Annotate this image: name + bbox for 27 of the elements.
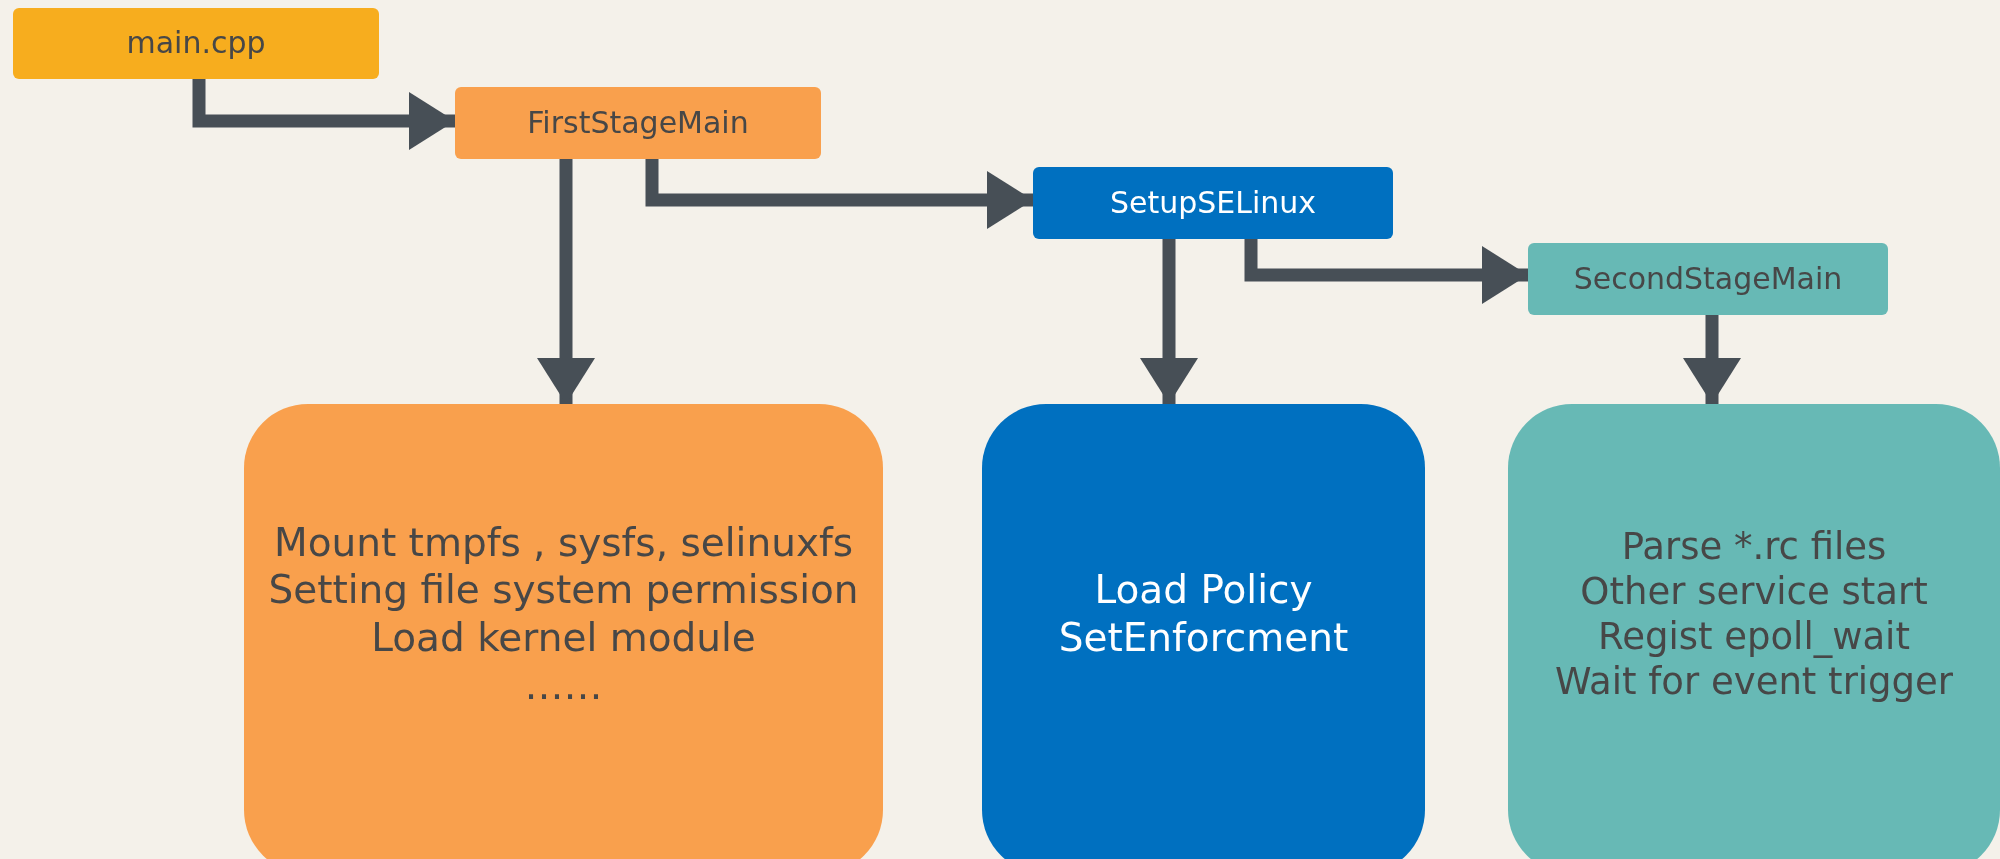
step-text: Other service start	[1580, 568, 1928, 614]
node-label: SetupSELinux	[1109, 184, 1317, 222]
step-text: ……	[524, 661, 603, 710]
arrow	[537, 159, 595, 404]
node-label: main.cpp	[126, 25, 266, 62]
step-detail-panel	[982, 404, 1425, 859]
step-text: SetEnforcment	[1058, 614, 1349, 662]
node-label: SecondStageMain	[1573, 260, 1843, 298]
step-text: Load Policy	[1094, 566, 1313, 614]
process-box	[455, 87, 821, 159]
arrow	[1140, 239, 1198, 404]
process-box	[1528, 243, 1888, 315]
step-detail-panel	[244, 404, 883, 859]
process-box	[1033, 167, 1393, 239]
arrow	[1683, 315, 1741, 404]
file-box	[13, 8, 379, 79]
node-label: FirstStageMain	[527, 104, 749, 142]
step-text: Parse *.rc files	[1621, 523, 1887, 569]
step-text: Wait for event trigger	[1554, 659, 1954, 705]
arrow	[192, 79, 455, 150]
step-text: Setting file system permission	[268, 566, 859, 614]
step-text: Load kernel module	[371, 614, 756, 662]
step-detail-panel	[1508, 404, 2000, 859]
arrow	[645, 159, 1033, 229]
step-text: Regist epoll_wait	[1598, 614, 1910, 660]
arrow	[1244, 239, 1528, 304]
step-text: Mount tmpfs , sysfs, selinuxfs	[274, 518, 853, 567]
